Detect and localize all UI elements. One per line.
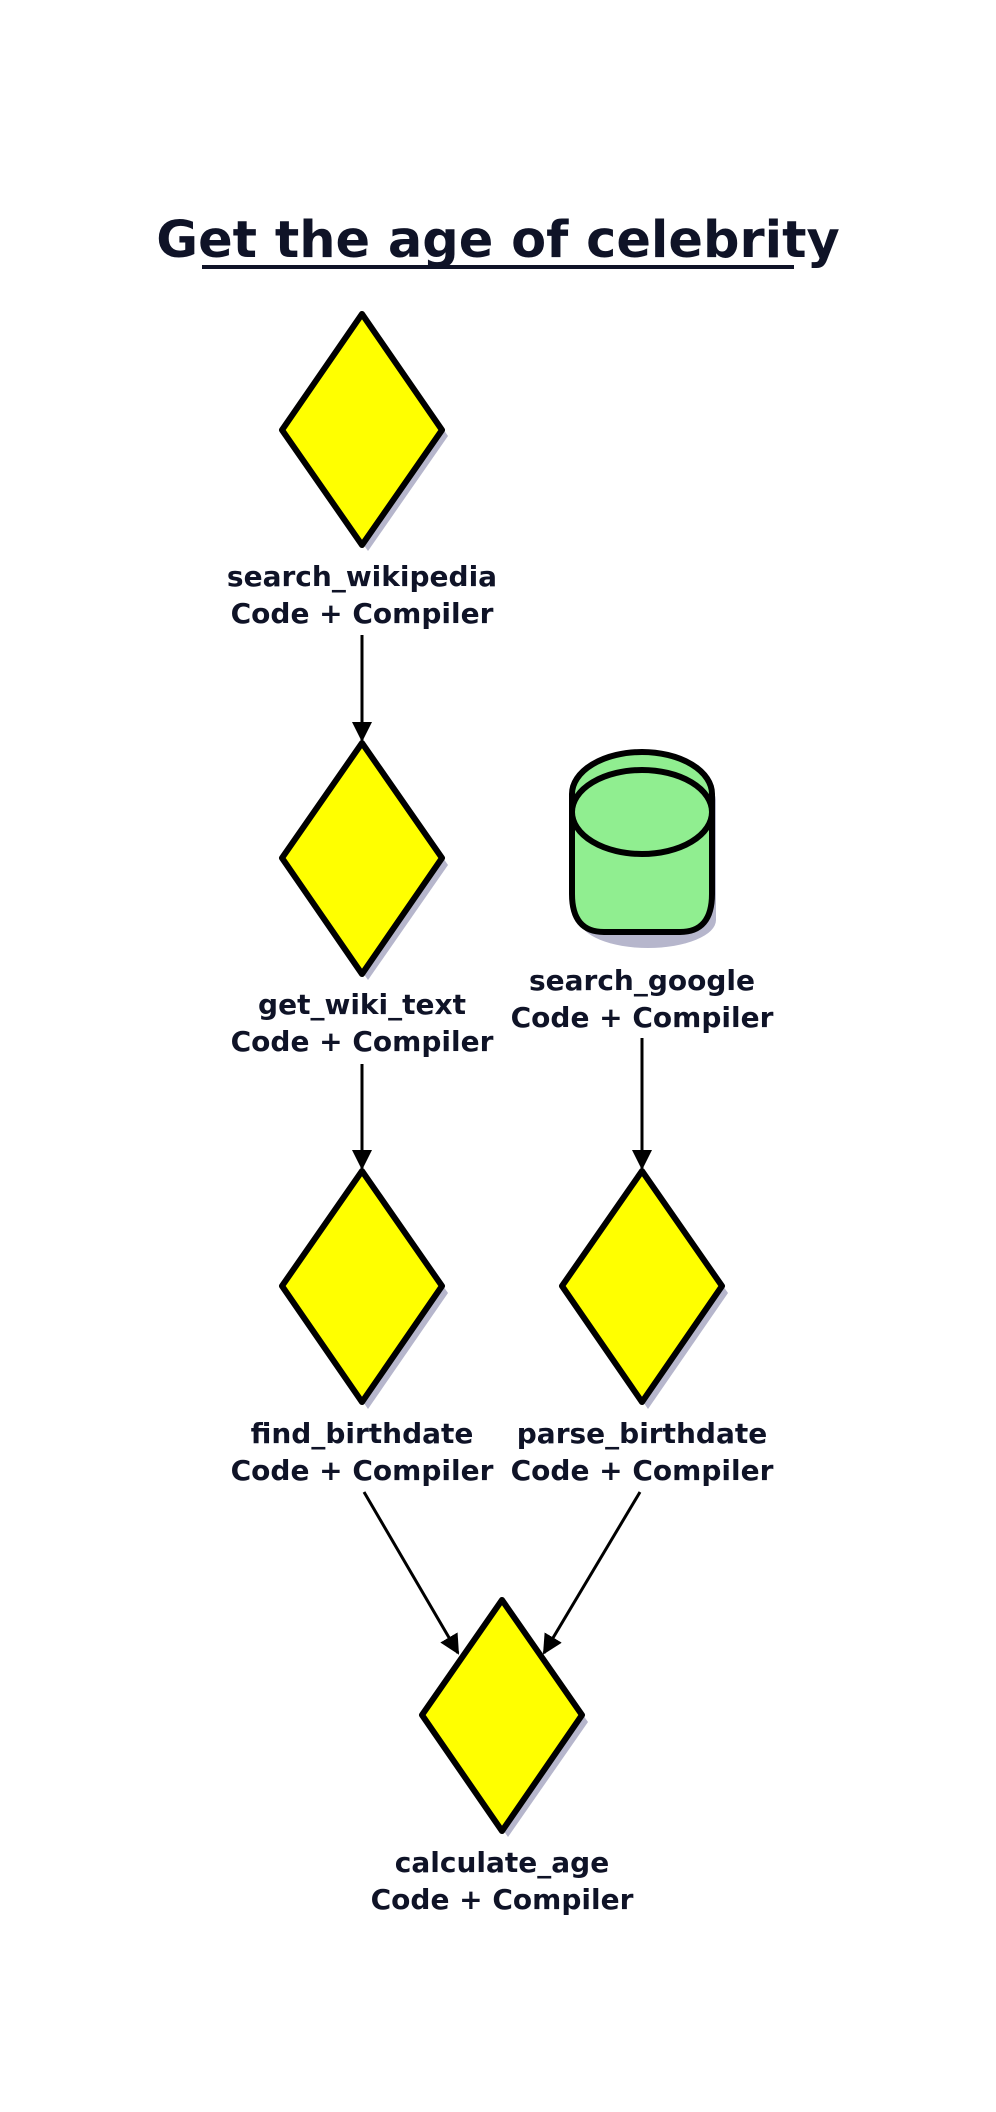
node-subtitle: Code + Compiler [371,1883,634,1916]
edge-parse-birthdate-to-calculate-age [542,1491,642,1655]
node-name: parse_birthdate [517,1417,767,1450]
diamond-shape [279,311,445,548]
node-subtitle: Code + Compiler [511,1001,774,1034]
node-subtitle: Code + Compiler [231,597,494,630]
edge-find-birthdate-to-calculate-age [362,1491,460,1655]
node-search-google[interactable]: search_google Code + Compiler [511,749,774,1034]
node-parse-birthdate[interactable]: parse_birthdate Code + Compiler [511,1168,774,1487]
diamond-shape [279,740,445,977]
diamond-shape [559,1168,725,1405]
node-name: calculate_age [395,1846,609,1879]
diamond-shape [279,1168,445,1405]
cylinder-top [569,767,715,857]
node-name: find_birthdate [251,1417,474,1450]
page-title: Get the age of celebrity [156,211,840,270]
node-name: get_wiki_text [258,988,466,1021]
node-get-wiki-text[interactable]: get_wiki_text Code + Compiler [231,740,494,1058]
diamond-shape [419,1597,585,1834]
node-calculate-age[interactable]: calculate_age Code + Compiler [371,1597,634,1916]
edges [352,635,652,1655]
node-find-birthdate[interactable]: find_birthdate Code + Compiler [231,1168,494,1487]
node-subtitle: Code + Compiler [231,1454,494,1487]
node-name: search_google [529,964,755,997]
node-name: search_wikipedia [227,560,497,593]
node-search-wikipedia[interactable]: search_wikipedia Code + Compiler [227,311,497,630]
node-subtitle: Code + Compiler [511,1454,774,1487]
node-subtitle: Code + Compiler [231,1025,494,1058]
